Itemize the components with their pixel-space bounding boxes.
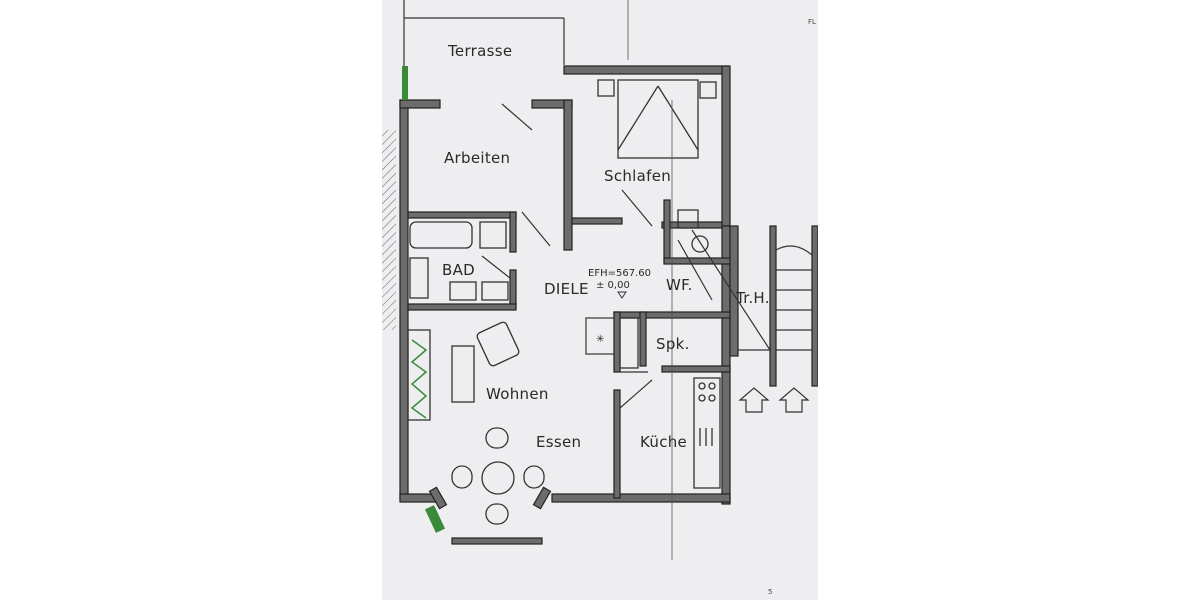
label-diele: DIELE (544, 280, 589, 298)
double-bed (597, 79, 717, 159)
page-mark: 5 (768, 588, 772, 596)
label-bad: BAD (442, 261, 475, 279)
exterior-walls (399, 65, 731, 545)
level-marker-icon (617, 291, 627, 299)
label-essen: Essen (536, 433, 581, 451)
label-schlafen: Schlafen (604, 167, 671, 185)
svg-text:✳: ✳ (596, 334, 604, 345)
living-furniture (407, 321, 520, 421)
label-kueche: Küche (640, 433, 687, 451)
label-trh: Tr.H. (735, 289, 770, 307)
label-level-zero: ± 0,00 (596, 280, 630, 291)
entrance-arrows (738, 387, 810, 413)
label-wohnen: Wohnen (486, 385, 549, 403)
green-marker (402, 66, 446, 533)
label-spk: Spk. (656, 335, 690, 353)
floor-plan-paper: ✳ Terrasse Arbeiten Schlafen BAD DIELE E… (382, 0, 818, 600)
label-efh: EFH=567.60 (588, 268, 651, 279)
label-arbeiten: Arbeiten (444, 149, 510, 167)
storage-cabinet: ✳ (585, 317, 639, 369)
dining-table (451, 427, 545, 525)
corner-text: FL (808, 18, 816, 26)
bathroom-fixtures (409, 221, 509, 301)
left-exterior-hatch (382, 130, 396, 330)
label-wf: WF. (666, 276, 693, 294)
label-terrasse: Terrasse (447, 42, 512, 60)
floor-plan: ✳ Terrasse Arbeiten Schlafen BAD DIELE E… (382, 0, 818, 596)
kitchen-fixtures (693, 377, 721, 489)
door-swings (481, 103, 713, 409)
toilet (677, 209, 709, 253)
